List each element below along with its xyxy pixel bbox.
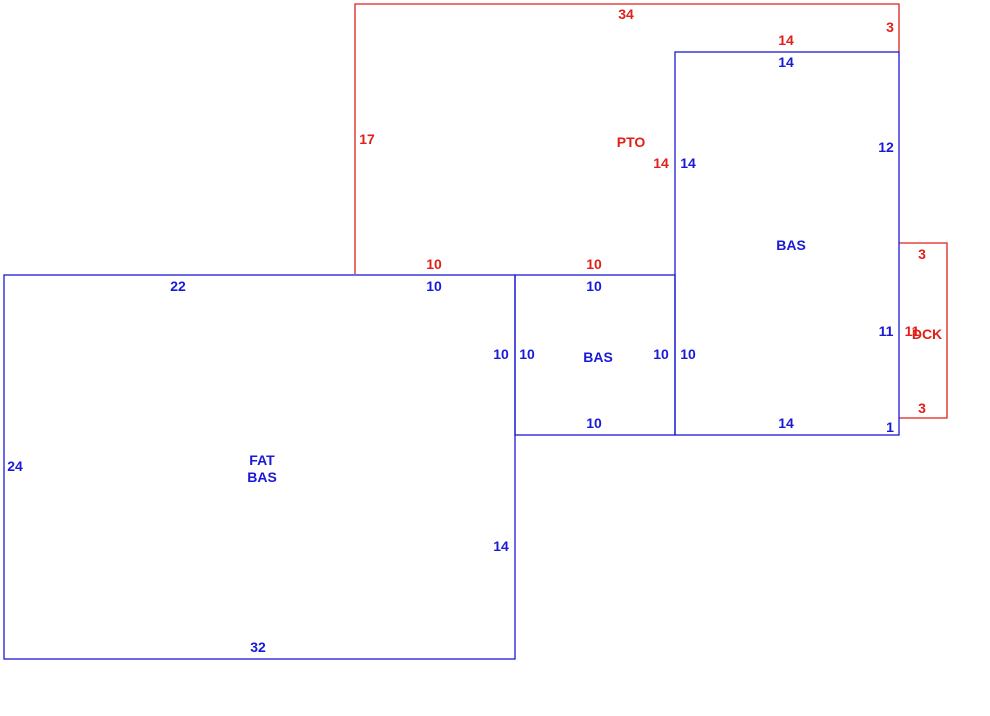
dim-dck-bottom: 3 (918, 400, 926, 416)
dim-bas-middle-bottom: 10 (586, 415, 602, 431)
pto-outline (354, 3, 900, 274)
dim-bas-middle-left: 10 (519, 346, 535, 362)
dim-fat-right-upper: 10 (493, 346, 509, 362)
dim-fat-top-right: 10 (426, 278, 442, 294)
fat-bas-outline (3, 274, 516, 660)
fat-bas-label-line2: BAS (247, 469, 277, 485)
dim-fat-top-left: 22 (170, 278, 186, 294)
dim-bas-middle-top: 10 (586, 278, 602, 294)
dim-pto-bottom-left: 10 (426, 256, 442, 272)
dim-fat-right-lower: 14 (493, 538, 509, 554)
dim-pto-top-right: 3 (886, 19, 894, 35)
dim-pto-bottom-right: 10 (586, 256, 602, 272)
dim-bas-right-left-lower: 10 (680, 346, 696, 362)
dck-outline (899, 242, 948, 419)
bas-middle-label: BAS (583, 349, 613, 365)
bas-right-label: BAS (776, 237, 806, 253)
pto-label: PTO (617, 134, 646, 150)
dim-bas-middle-right: 10 (653, 346, 669, 362)
dim-bas-right-left: 14 (680, 155, 696, 171)
dim-pto-inner-right: 14 (653, 155, 669, 171)
dim-pto-right-upper: 14 (778, 32, 794, 48)
bas-right-outline (674, 51, 900, 436)
dim-pto-top: 34 (618, 6, 634, 22)
dim-bas-right-right-upper: 12 (878, 139, 894, 155)
dim-fat-left: 24 (7, 458, 23, 474)
dim-bas-right-top: 14 (778, 54, 794, 70)
dim-bas-right-bottom-right: 1 (886, 419, 894, 435)
dim-bas-right-bottom: 14 (778, 415, 794, 431)
fat-bas-label-line1: FAT (249, 452, 275, 468)
dim-fat-bottom: 32 (250, 639, 266, 655)
dim-dck-left: 11 (905, 323, 920, 339)
dim-dck-top: 3 (918, 246, 926, 262)
dck-label: DCK (912, 326, 942, 342)
dim-bas-right-right-lower: 11 (879, 323, 894, 339)
dim-pto-left: 17 (359, 131, 375, 147)
